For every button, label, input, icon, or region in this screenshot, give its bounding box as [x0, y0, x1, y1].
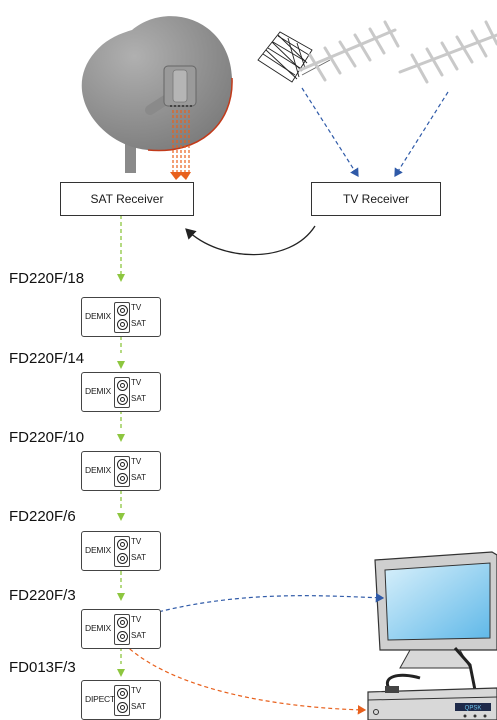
tv-receiver-label: TV Receiver: [342, 192, 410, 206]
jack-panel: [114, 536, 130, 567]
coax-jack-icon: [116, 394, 128, 405]
dipect-module: DIPECT TV SAT: [81, 680, 161, 720]
coax-jack-icon: [116, 305, 128, 316]
coax-jack-icon: [116, 459, 128, 470]
module-type: DEMIX: [85, 465, 111, 475]
coax-jack-icon: [116, 631, 128, 642]
module-type: DIPECT: [85, 694, 115, 704]
link-arrow: [185, 225, 316, 256]
chain-node-label: FD220F/10: [9, 429, 85, 446]
port-label: TV: [131, 378, 142, 387]
chain-node-label: FD013F/3: [9, 659, 76, 676]
port-label: SAT: [131, 702, 146, 711]
set-top-box-icon: [367, 673, 497, 720]
port-label: TV: [131, 537, 142, 546]
port-label: TV: [131, 686, 142, 695]
jack-panel: [114, 302, 130, 333]
demix-module: DEMIX TV SAT: [81, 372, 161, 412]
coax-jack-icon: [116, 539, 128, 550]
demix-module: DEMIX TV SAT: [81, 609, 161, 649]
module-type: DEMIX: [85, 311, 111, 321]
port-label: SAT: [131, 631, 146, 640]
tv-receiver-box: TV Receiver: [311, 182, 441, 216]
module-type: DEMIX: [85, 545, 111, 555]
port-label: SAT: [131, 553, 146, 562]
port-label: TV: [131, 303, 142, 312]
sat-out-line: [114, 633, 367, 715]
coax-jack-icon: [116, 473, 128, 484]
stb-display: QPSK: [465, 706, 482, 712]
satellite-dish-icon: [81, 16, 233, 173]
tv-signal-lines: [301, 87, 449, 178]
coax-jack-icon: [116, 380, 128, 391]
jack-panel: [114, 456, 130, 487]
chain-node-label: FD220F/3: [9, 587, 76, 604]
coax-jack-icon: [116, 688, 128, 699]
coax-jack-icon: [116, 553, 128, 564]
chain-node-label: FD220F/6: [9, 508, 76, 525]
sat-receiver-box: SAT Receiver: [60, 182, 194, 216]
module-type: DEMIX: [85, 386, 111, 396]
jack-panel: [114, 685, 130, 716]
chain-arrowheads: [117, 274, 125, 677]
yagi-antenna-icon: [398, 20, 497, 84]
port-label: TV: [131, 457, 142, 466]
jack-panel: [114, 614, 130, 645]
demix-module: DEMIX TV SAT: [81, 531, 161, 571]
coax-jack-icon: [116, 702, 128, 713]
coax-jack-icon: [116, 319, 128, 330]
grid-antenna-icon: [257, 31, 331, 83]
yagi-antenna-icon: [298, 20, 400, 82]
television-icon: [374, 551, 497, 691]
port-label: SAT: [131, 319, 146, 328]
chain-node-label: FD220F/18: [9, 270, 85, 287]
port-label: SAT: [131, 473, 146, 482]
demix-module: DEMIX TV SAT: [81, 451, 161, 491]
port-label: SAT: [131, 394, 146, 403]
tv-out-line: [131, 592, 385, 620]
jack-panel: [114, 377, 130, 408]
sat-signal-lines: [170, 110, 191, 180]
port-label: TV: [131, 615, 142, 624]
coax-jack-icon: [116, 617, 128, 628]
module-type: DEMIX: [85, 623, 111, 633]
demix-module: DEMIX TV SAT: [81, 297, 161, 337]
sat-receiver-label: SAT Receiver: [90, 192, 164, 206]
chain-node-label: FD220F/14: [9, 350, 85, 367]
